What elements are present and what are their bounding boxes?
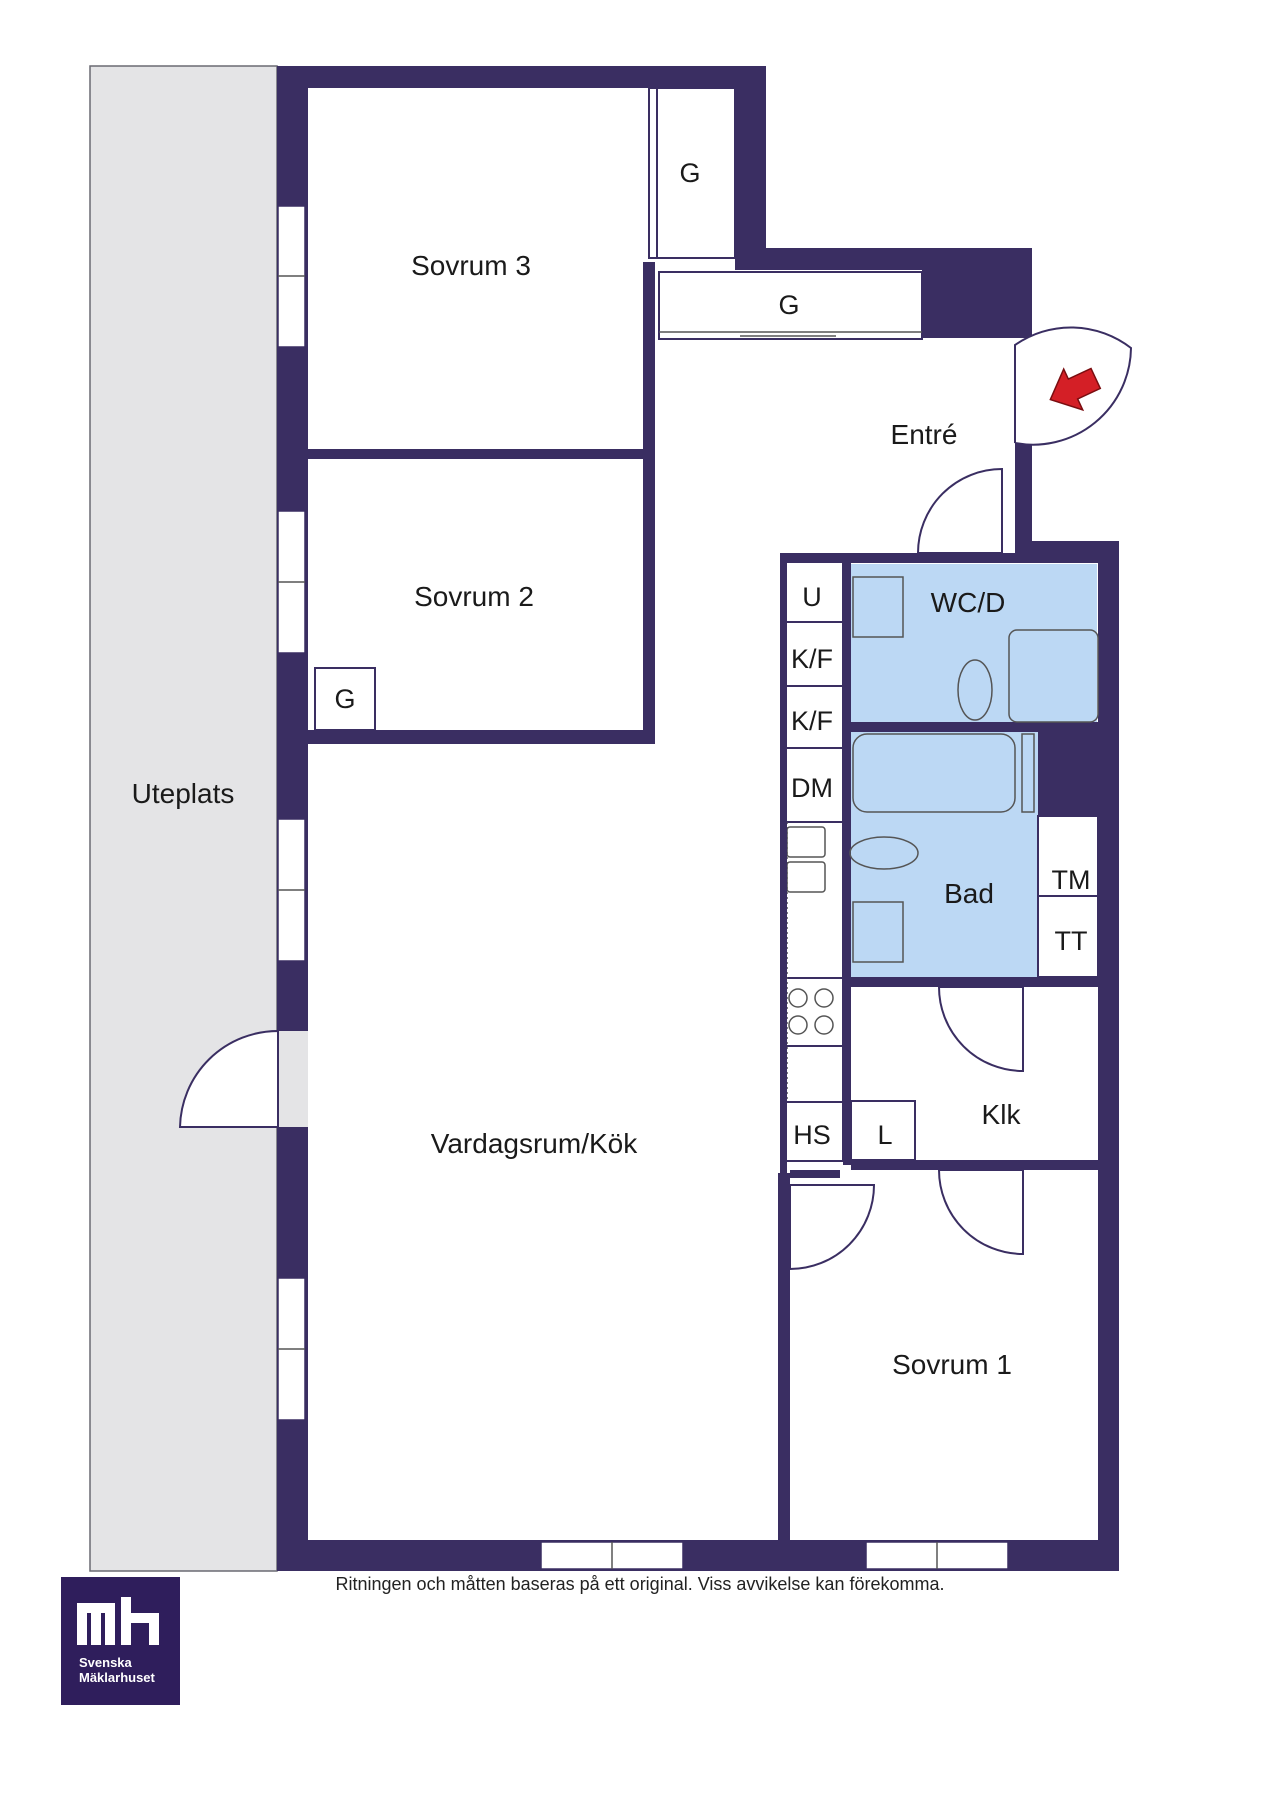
label-dm: DM <box>791 773 833 803</box>
label-bad: Bad <box>944 878 994 909</box>
logo-line2: Mäklarhuset <box>79 1670 155 1685</box>
klk-shelf <box>850 1100 916 1161</box>
wall-bad-block <box>1038 732 1098 816</box>
wall-far-right <box>1098 541 1119 1571</box>
logo-text: Svenska Mäklarhuset <box>79 1655 155 1685</box>
stove-icon <box>788 988 834 1035</box>
bad-sink <box>852 901 904 963</box>
wall-sov1-top <box>790 1170 840 1178</box>
logo-line1: Svenska <box>79 1655 132 1670</box>
wall-kitchen-left <box>780 553 787 1183</box>
wall-upper-right <box>735 66 766 250</box>
patio-door-opening <box>278 1031 308 1127</box>
bad-door[interactable] <box>937 986 1024 1073</box>
wall-kitchen-top <box>781 553 1101 563</box>
logo-monogram-icon <box>77 1597 159 1645</box>
kitchen-sink-1 <box>786 826 826 858</box>
wall-sov3-sov2 <box>305 449 651 459</box>
wall-sov1-left <box>778 1173 790 1543</box>
terrace-area <box>89 65 278 1572</box>
wall-bedrooms-right <box>643 262 655 744</box>
disclaimer-text: Ritningen och måtten baseras på ett orig… <box>335 1574 945 1594</box>
sovrum1-door[interactable] <box>789 1184 876 1271</box>
label-klk: Klk <box>982 1099 1022 1130</box>
wall-block-entrance <box>922 248 1032 338</box>
closet-entre <box>658 271 923 340</box>
label-g-entre: G <box>778 290 799 320</box>
wall-sov2-bottom <box>305 730 655 744</box>
label-vardagsrum: Vardagsrum/Kök <box>431 1128 638 1159</box>
wc-toilet <box>957 659 993 721</box>
patio-door[interactable] <box>178 1029 279 1128</box>
label-uteplats: Uteplats <box>132 778 235 809</box>
label-sovrum3: Sovrum 3 <box>411 250 531 281</box>
kitchen-sink-2 <box>786 861 826 893</box>
bath-room-area <box>850 732 1038 979</box>
klk-door[interactable] <box>937 1169 1024 1256</box>
label-sovrum1: Sovrum 1 <box>892 1349 1012 1380</box>
entrance-arrow-icon <box>1049 367 1102 412</box>
wc-room-area <box>850 564 1097 722</box>
brand-logo: Svenska Mäklarhuset <box>61 1577 180 1705</box>
label-u: U <box>802 582 822 612</box>
label-kf-2: K/F <box>791 706 833 736</box>
wall-top-upper <box>277 66 766 88</box>
wall-klk-bottom <box>851 1160 1098 1170</box>
label-g-sovrum3: G <box>679 158 700 188</box>
label-tt: TT <box>1055 926 1088 956</box>
label-tm: TM <box>1052 865 1091 895</box>
label-l: L <box>877 1120 892 1150</box>
wc-sink <box>852 576 904 638</box>
wc-door[interactable] <box>916 467 1003 554</box>
wall-wetroom-left <box>843 553 851 1165</box>
label-wc: WC/D <box>931 587 1006 618</box>
label-g-sovrum2: G <box>334 684 355 714</box>
closet-sov2 <box>314 667 376 731</box>
wall-wc-bad <box>851 722 1098 732</box>
wc-shower <box>1008 629 1099 723</box>
label-sovrum2: Sovrum 2 <box>414 581 534 612</box>
closet-sov3 <box>648 87 736 259</box>
bad-toilet <box>849 836 919 870</box>
wall-entrance-right <box>1015 443 1032 553</box>
label-hs: HS <box>793 1120 831 1150</box>
bathtub <box>852 733 1016 813</box>
label-entre: Entré <box>891 419 958 450</box>
label-kf-1: K/F <box>791 644 833 674</box>
wall-bad-bottom <box>851 977 1098 987</box>
